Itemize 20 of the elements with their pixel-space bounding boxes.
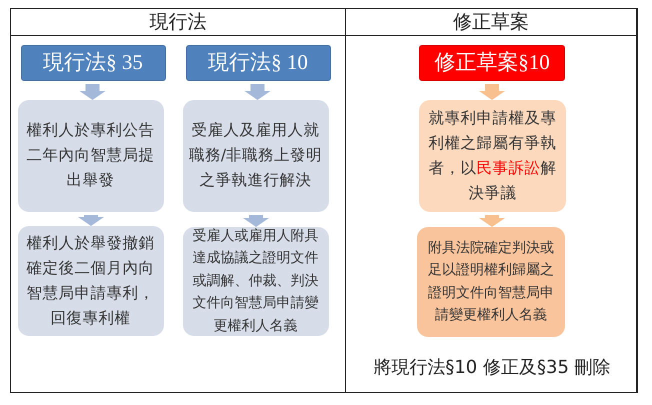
article-header: 現行法§ 35 — [20, 44, 166, 80]
arrow — [479, 212, 505, 227]
arrow — [243, 212, 269, 227]
process-box: 權利人於專利公告二年內向智慧局提出舉發 — [18, 100, 164, 212]
arrow — [244, 81, 270, 100]
process-box: 權利人於舉發撤銷確定後二個月內向智慧局申請專利，回復專利權 — [18, 226, 164, 336]
article-header: 修正草案§10 — [419, 44, 565, 80]
note-text: 將現行法§10 修正及§35 刪除 — [372, 357, 612, 379]
process-box: 就專利申請權及專利權之歸屬有爭執者，以民事訴訟解決爭議 — [419, 100, 566, 212]
process-box: 附具法院確定判決或足以證明權利歸屬之證明文件向智慧局申請變更權利人名義 — [417, 226, 565, 336]
arrow — [80, 81, 106, 100]
process-box: 受雇人或雇用人附具達成協議之證明文件或調解、仲裁、判決文件向智慧局申請變更權利人名義 — [182, 226, 328, 336]
arrow — [479, 81, 505, 100]
table-column — [346, 8, 638, 393]
column-header: 現行法 — [11, 9, 345, 36]
column-header: 修正草案 — [346, 9, 636, 36]
arrow — [78, 212, 104, 226]
process-box: 受雇人及雇用人就職務/非職務上發明之爭執進行解決 — [182, 100, 328, 212]
table-column — [10, 8, 346, 393]
article-header: 現行法§ 10 — [186, 44, 330, 80]
